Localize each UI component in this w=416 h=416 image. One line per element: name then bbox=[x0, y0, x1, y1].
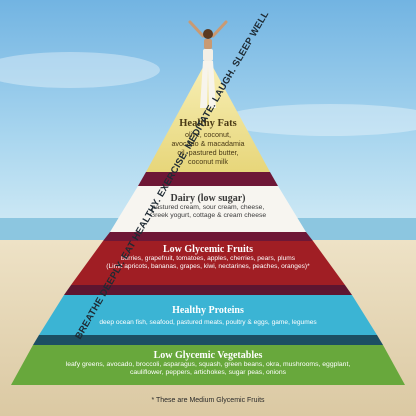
proteins-band bbox=[33, 335, 383, 345]
healthy-fats-line: olive, coconut, bbox=[185, 129, 231, 139]
healthy-fats-line: avocado & macadamia bbox=[171, 138, 245, 148]
fruits-line: (Limit apricots, bananas, grapes, kiwi, … bbox=[106, 263, 310, 271]
vegetables-layer bbox=[11, 345, 405, 385]
proteins-layer bbox=[39, 295, 377, 335]
healthy-proteins-section: Healthy Proteins deep ocean fish, seafoo… bbox=[0, 305, 416, 327]
low-glycemic-vegetables-section: Low Glycemic Vegetables leafy greens, av… bbox=[0, 350, 416, 378]
dairy-line: pastured cream, sour cream, cheese, bbox=[151, 204, 265, 211]
fruits-title: Low Glycemic Fruits bbox=[163, 244, 253, 255]
dairy-layer bbox=[110, 186, 306, 232]
dairy-line: Greek yogurt, cottage & cream cheese bbox=[149, 212, 267, 220]
healthy-fats-line: oil, pastured butter, bbox=[177, 147, 239, 157]
fruits-layer bbox=[71, 241, 345, 285]
fruits-line: berries, grapefruit, tomatoes, apples, c… bbox=[120, 255, 296, 262]
dairy-title: Dairy (low sugar) bbox=[170, 193, 246, 204]
cloud bbox=[220, 104, 416, 136]
healthy-fats-line: coconut milk bbox=[188, 156, 228, 166]
vegetables-line: cauliflower, peppers, artichokes, sugar … bbox=[129, 369, 287, 377]
dairy-section: Dairy (low sugar) pastured cream, sour c… bbox=[0, 193, 416, 221]
fats-layer bbox=[146, 58, 270, 172]
vegetables-line: leafy greens, avocado, broccoli, asparag… bbox=[65, 361, 351, 368]
fats-band bbox=[138, 172, 278, 186]
proteins-title: Healthy Proteins bbox=[172, 305, 244, 316]
low-glycemic-fruits-section: Low Glycemic Fruits berries, grapefruit,… bbox=[0, 244, 416, 271]
healthy-fats-section: Healthy Fats olive, coconut, avocado & m… bbox=[0, 118, 416, 166]
cloud bbox=[0, 52, 160, 88]
woman-figure-icon bbox=[188, 20, 228, 108]
proteins-line: deep ocean fish, seafood, pastured meats… bbox=[99, 319, 317, 326]
fruits-band bbox=[64, 285, 352, 295]
footnote: * These are Medium Glycemic Fruits bbox=[151, 397, 265, 404]
vegetables-title: Low Glycemic Vegetables bbox=[153, 350, 263, 361]
dairy-band bbox=[103, 232, 313, 241]
healthy-fats-title: Healthy Fats bbox=[179, 118, 237, 129]
